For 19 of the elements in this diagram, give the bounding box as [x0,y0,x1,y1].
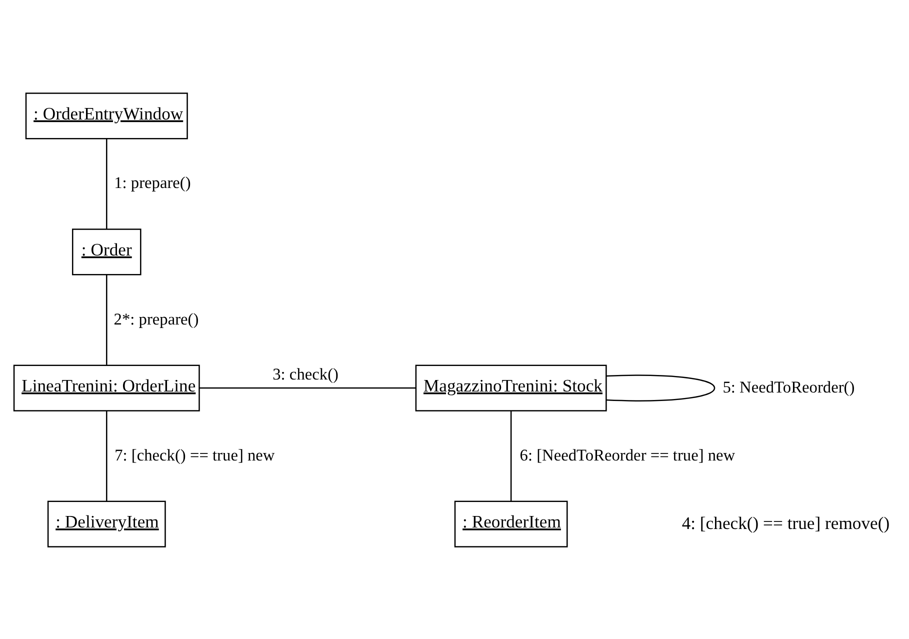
node-box: : OrderEntryWindow [24,92,188,139]
label: 4: [check() == true] remove() [681,512,890,532]
edge-label: 5: NeedToReorder() [722,376,854,396]
node-box: LineaTrenini: OrderLine [12,364,200,411]
edge-label: 2*: prepare() [113,308,198,328]
edge-label: 1: prepare() [114,172,190,192]
node-box: : DeliveryItem [46,500,166,547]
edge-label: 6: [NeedToReorder == true] new [519,444,735,464]
connector [510,410,512,500]
node-box: : Order [72,228,141,275]
connector [106,138,107,228]
node-box: MagazzinoTrenini: Stock [414,364,606,411]
connector [106,274,107,364]
connector [606,374,715,401]
edge-label: 3: check() [272,364,338,384]
edge-label: 7: [check() == true] new [114,444,274,464]
connector [106,410,107,500]
node-box: : ReorderItem [454,500,568,547]
connector [198,386,416,388]
